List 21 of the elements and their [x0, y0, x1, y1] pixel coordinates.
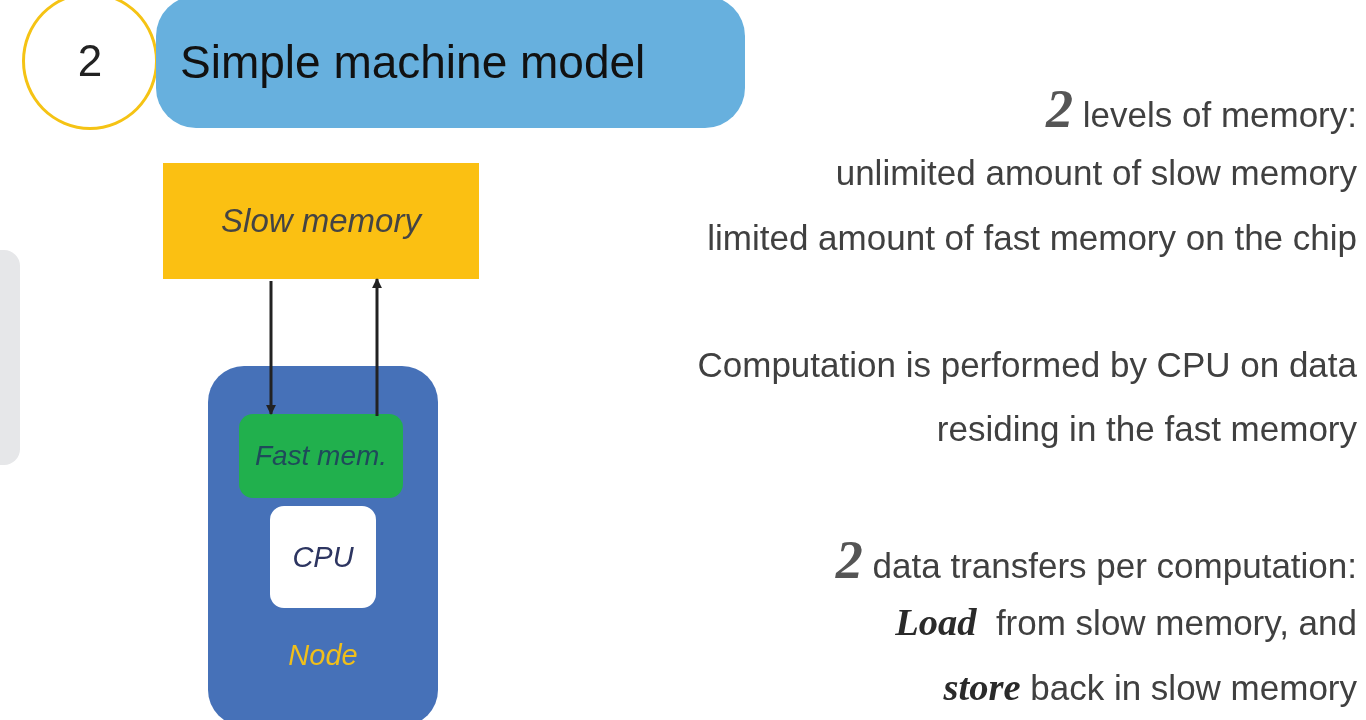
text-line: 2 levels of memory:	[1045, 82, 1357, 137]
text-line: unlimited amount of slow memory	[835, 155, 1357, 190]
text-line: store back in slow memory	[943, 668, 1357, 707]
node-box	[208, 366, 438, 720]
text-line: limited amount of fast memory on the chip	[707, 220, 1357, 255]
title-banner	[156, 0, 745, 128]
fast-memory-box	[239, 414, 403, 498]
text-line: residing in the fast memory	[936, 411, 1357, 446]
box-label: Simple machine model	[180, 35, 646, 89]
box-label: Node	[288, 639, 358, 672]
cpu-box	[270, 506, 376, 608]
text-line: 2 data transfers per computation:	[835, 533, 1357, 588]
arrow	[372, 278, 382, 416]
box-label: 2	[77, 36, 103, 86]
text-line: Computation is performed by CPU on data	[697, 347, 1357, 382]
slow-memory-box	[163, 163, 479, 279]
box-label: Slow memory	[221, 202, 421, 240]
box-label: CPU	[292, 540, 354, 574]
arrow	[266, 281, 276, 415]
text-line: Load from slow memory, and	[895, 603, 1357, 642]
box-label: Fast mem.	[254, 440, 388, 472]
